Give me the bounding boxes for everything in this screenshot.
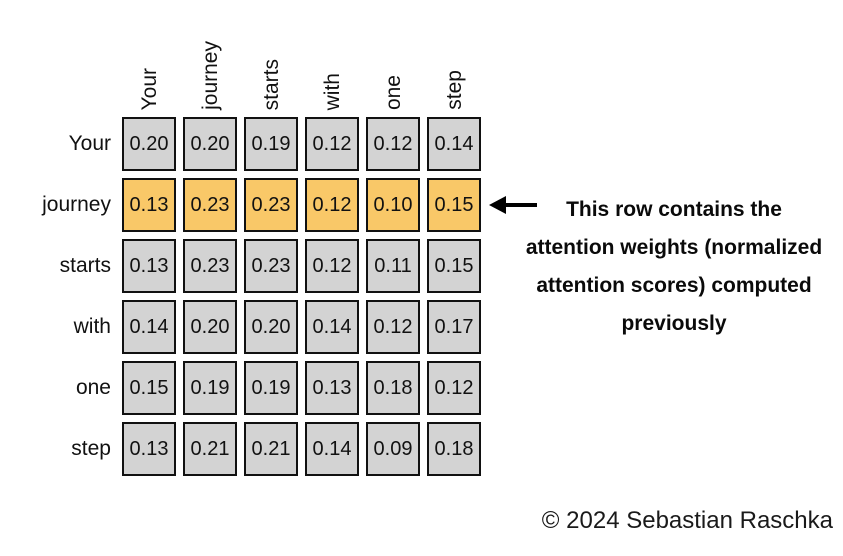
matrix-cell: 0.13 xyxy=(305,361,359,415)
arrow-head xyxy=(489,196,506,214)
matrix-cell: 0.20 xyxy=(244,300,298,354)
row-label-starts: starts xyxy=(59,254,111,277)
matrix-cell: 0.14 xyxy=(427,117,481,171)
matrix-corner-spacer xyxy=(0,13,115,110)
annotation-text: This row contains the attention weights … xyxy=(505,191,843,343)
matrix-cell: 0.14 xyxy=(305,300,359,354)
matrix-cell: 0.12 xyxy=(305,117,359,171)
matrix-cell: 0.19 xyxy=(244,117,298,171)
column-header-step: step xyxy=(427,13,481,110)
attention-weight-matrix: Your journey starts with one step Your 0… xyxy=(0,13,481,476)
matrix-cell-highlighted: 0.23 xyxy=(244,178,298,232)
matrix-cell: 0.12 xyxy=(366,300,420,354)
column-header-label: with xyxy=(320,72,344,110)
copyright-text: © 2024 Sebastian Raschka xyxy=(541,507,833,534)
matrix-cell: 0.18 xyxy=(427,422,481,476)
matrix-cell: 0.21 xyxy=(183,422,237,476)
column-header-your: Your xyxy=(122,13,176,110)
column-header-one: one xyxy=(366,13,420,110)
row-label-journey: journey xyxy=(42,193,111,216)
column-header-journey: journey xyxy=(183,13,237,110)
matrix-cell: 0.17 xyxy=(427,300,481,354)
matrix-cell: 0.21 xyxy=(244,422,298,476)
row-label-step: step xyxy=(71,437,111,460)
annotation-line: attention scores) computed xyxy=(536,274,812,297)
matrix-cell: 0.13 xyxy=(122,422,176,476)
matrix-cell: 0.15 xyxy=(427,239,481,293)
annotation-line: This row contains the xyxy=(566,198,782,221)
matrix-cell: 0.23 xyxy=(244,239,298,293)
row-label-with: with xyxy=(73,315,111,338)
matrix-cell: 0.11 xyxy=(366,239,420,293)
matrix-cell-highlighted: 0.12 xyxy=(305,178,359,232)
matrix-cell: 0.09 xyxy=(366,422,420,476)
matrix-cell: 0.19 xyxy=(183,361,237,415)
annotation-line: previously xyxy=(621,312,727,335)
arrow-shaft xyxy=(506,203,537,207)
column-header-starts: starts xyxy=(244,13,298,110)
column-header-with: with xyxy=(305,13,359,110)
matrix-cell-highlighted: 0.13 xyxy=(122,178,176,232)
matrix-cell-highlighted: 0.23 xyxy=(183,178,237,232)
column-header-label: journey xyxy=(198,41,222,110)
column-header-label: one xyxy=(381,74,405,110)
matrix-cell: 0.14 xyxy=(122,300,176,354)
row-label-your: Your xyxy=(68,132,111,155)
matrix-cell: 0.12 xyxy=(366,117,420,171)
matrix-cell: 0.19 xyxy=(244,361,298,415)
matrix-cell: 0.15 xyxy=(122,361,176,415)
matrix-cell: 0.23 xyxy=(183,239,237,293)
column-header-label: Your xyxy=(137,67,161,110)
matrix-cell: 0.13 xyxy=(122,239,176,293)
annotation-line: attention weights (normalized xyxy=(525,236,823,259)
matrix-cell: 0.12 xyxy=(305,239,359,293)
matrix-cell-highlighted: 0.10 xyxy=(366,178,420,232)
matrix-cell: 0.20 xyxy=(183,117,237,171)
matrix-cell: 0.20 xyxy=(122,117,176,171)
left-arrow-icon xyxy=(489,196,537,214)
column-header-label: starts xyxy=(259,58,283,110)
matrix-cell: 0.20 xyxy=(183,300,237,354)
matrix-cell-highlighted: 0.15 xyxy=(427,178,481,232)
column-header-label: step xyxy=(442,70,466,110)
matrix-cell: 0.14 xyxy=(305,422,359,476)
row-label-one: one xyxy=(75,376,111,399)
matrix-cell: 0.12 xyxy=(427,361,481,415)
matrix-cell: 0.18 xyxy=(366,361,420,415)
